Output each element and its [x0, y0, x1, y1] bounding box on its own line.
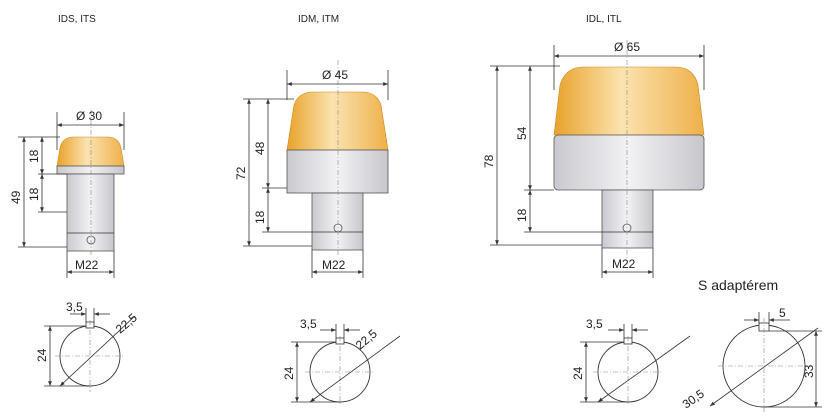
height-total-label: 72 [234, 166, 248, 180]
cutout-slot-label: 3,5 [300, 317, 317, 331]
lamp-stem [601, 189, 654, 249]
model-ids-its: IDS, ITS Ø 30 49 18 18 M22 [9, 14, 125, 278]
lamp-cap [286, 91, 389, 151]
lamp-cap [553, 66, 705, 136]
height-cap-label: 18 [27, 149, 41, 163]
height-cap-label: 54 [515, 126, 529, 140]
model-title: IDL, ITL [586, 14, 622, 25]
model-idl-itl: IDL, ITL Ø 65 78 54 18 M22 [482, 14, 705, 278]
cutout-ids-its: 3,5 22,5 24 [35, 300, 140, 392]
cutout-idm-itm: 3,5 22,5 24 [282, 317, 401, 406]
height-cap-label: 48 [253, 141, 267, 155]
lamp-stem [66, 173, 115, 252]
cutout-idl-itl: 3,5 24 [571, 317, 691, 406]
diameter-label: Ø 45 [322, 68, 348, 82]
cutout-diameter-leader [309, 335, 401, 403]
adapter-diameter-leader [709, 327, 819, 407]
lamp-housing [553, 134, 705, 191]
cutout-diameter-leader [59, 315, 136, 387]
adapter-cutout: S adaptérem 5 30,5 33 [680, 277, 822, 412]
adapter-height-label: 33 [802, 364, 816, 378]
height-stem-label: 18 [253, 210, 267, 224]
model-title: IDM, ITM [298, 14, 339, 25]
lamp-housing [286, 149, 389, 194]
cutout-diameter-leader [597, 335, 691, 403]
adapter-slot-label: 5 [779, 306, 786, 320]
model-idm-itm: IDM, ITM Ø 45 72 48 18 M22 [234, 14, 389, 278]
lamp-stem [311, 192, 364, 251]
lamp-collar [56, 165, 125, 175]
thread-label: M22 [612, 257, 636, 271]
cutout-slot-label: 3,5 [66, 300, 83, 314]
diameter-label: Ø 65 [614, 40, 640, 54]
thread-label: M22 [75, 258, 99, 272]
cutout-height-label: 24 [571, 366, 585, 380]
lamp-cap [56, 136, 125, 167]
height-stem-label: 18 [515, 208, 529, 222]
diameter-label: Ø 30 [76, 109, 102, 123]
adapter-diameter-label: 30,5 [680, 386, 707, 411]
cutout-slot-label: 3,5 [586, 317, 603, 331]
cutout-height-label: 24 [35, 348, 49, 362]
height-total-label: 49 [9, 190, 23, 204]
height-stem-label: 18 [27, 187, 41, 201]
model-title: IDS, ITS [58, 14, 96, 25]
adapter-title: S adaptérem [698, 277, 778, 293]
height-total-label: 78 [482, 154, 496, 168]
thread-label: M22 [322, 258, 346, 272]
cutout-height-label: 24 [282, 366, 296, 380]
